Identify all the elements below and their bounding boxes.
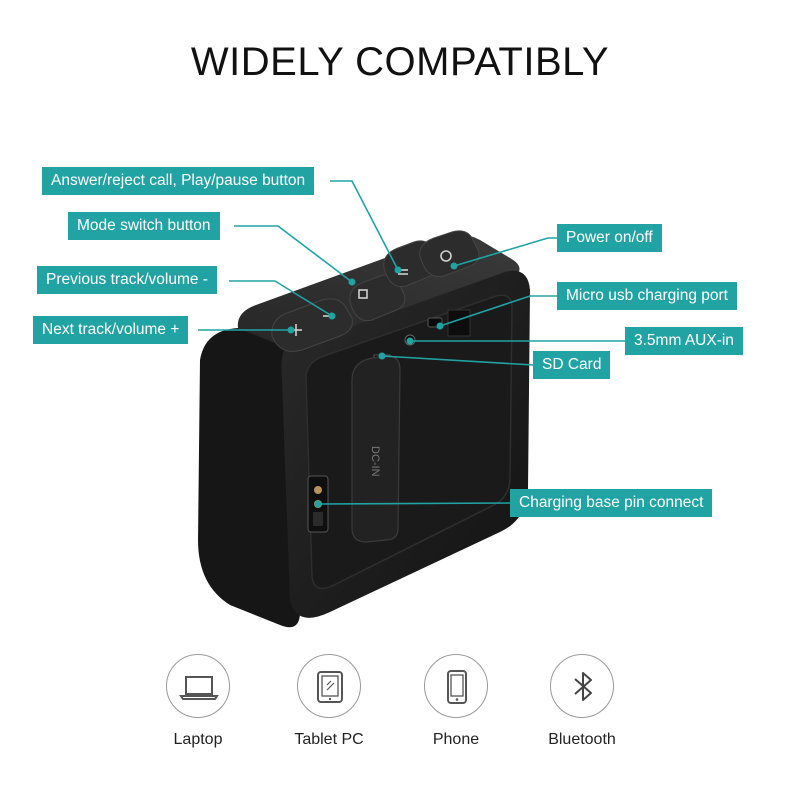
callout-previous-track: Previous track/volume - [37, 266, 217, 294]
callout-micro-usb: Micro usb charging port [557, 282, 737, 310]
callout-aux-in: 3.5mm AUX-in [625, 327, 743, 355]
page-title: WIDELY COMPATIBLY [190, 40, 610, 84]
speaker-left-face [198, 328, 300, 628]
laptop-icon [166, 654, 230, 718]
callout-mode-switch: Mode switch button [68, 212, 220, 240]
callout-next-track: Next track/volume + [33, 316, 189, 344]
device-label-laptop: Laptop [173, 731, 223, 748]
callout-answer-play-pause: Answer/reject call, Play/pause button [42, 167, 315, 195]
bluetooth-icon [550, 654, 614, 718]
device-label-tablet: Tablet PC [294, 731, 364, 748]
device-label-phone: Phone [432, 731, 480, 748]
device-label-bluetooth: Bluetooth [548, 731, 616, 748]
tablet-icon [297, 654, 361, 718]
phone-icon [424, 654, 488, 718]
callout-sd-card: SD Card [533, 351, 611, 379]
top-buttons [271, 230, 480, 352]
callout-power: Power on/off [557, 224, 662, 252]
leader-lines [198, 180, 625, 505]
callout-charging-pins: Charging base pin connect [510, 489, 713, 517]
rubber-flap [351, 355, 401, 543]
dc-in-mark: DC-IN [369, 446, 381, 477]
